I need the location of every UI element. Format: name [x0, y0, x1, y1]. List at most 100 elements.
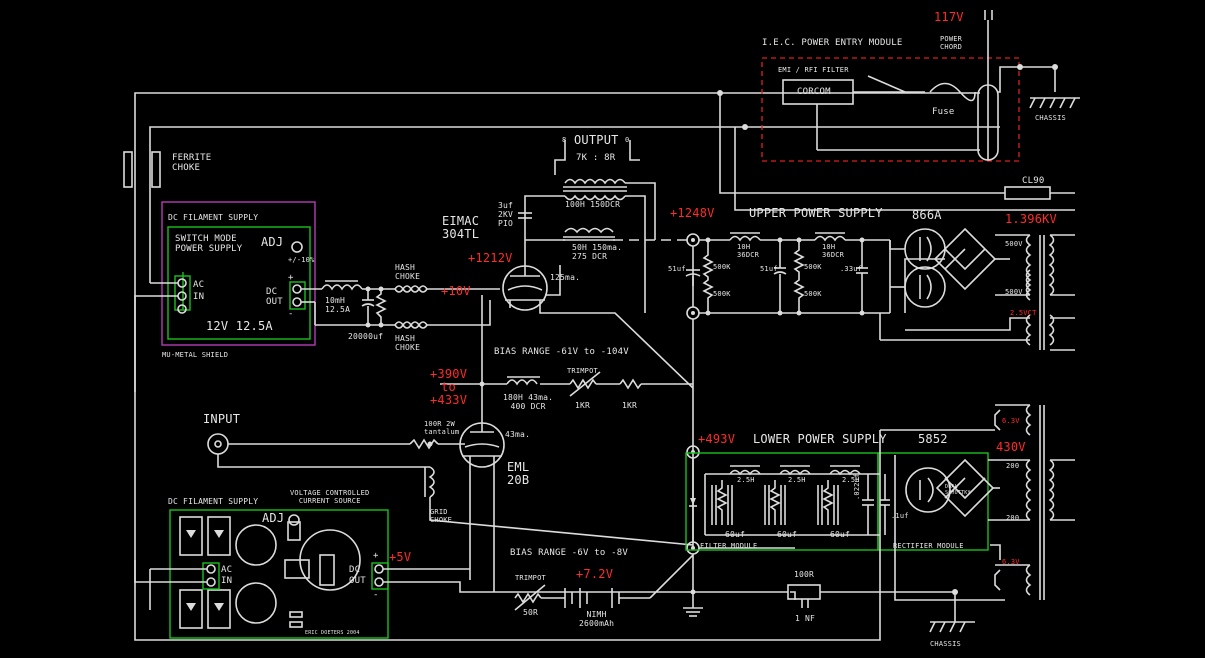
power-chord-label: POWER CHORD — [940, 35, 963, 51]
iec-module-label: I.E.C. POWER ENTRY MODULE — [762, 38, 903, 48]
fuse-label: Fuse — [932, 107, 955, 117]
res-500k-2-label: 500K — [713, 290, 731, 298]
bias-range-1-label: BIAS RANGE -61V to -104V — [494, 347, 629, 357]
res-100r-bottom-label: 100R — [794, 570, 815, 579]
chassis-bottom-label: CHASSIS — [930, 640, 961, 648]
output-label: OUTPUT — [574, 133, 619, 147]
dc-filament-top-label: DC FILAMENT SUPPLY — [168, 213, 259, 222]
choke-50h-label: 50H 150ma. 275 DCR — [572, 243, 623, 261]
vccs-label: VOLTAGE CONTROLLED CURRENT SOURCE — [290, 489, 370, 505]
mu-metal-shield-label: MU-METAL SHIELD — [162, 351, 229, 359]
trimpot-2-label: TRIMPOT — [515, 574, 546, 582]
voltage-72v: +7.2V — [576, 567, 614, 581]
pm10-label: +/-10% — [288, 256, 315, 264]
hash-choke-1-label: HASH CHOKE — [395, 263, 421, 281]
voltage-1212v: +1212V — [468, 251, 513, 265]
bottom-bias — [493, 547, 975, 633]
current-125ma-label: 125ma. — [550, 273, 581, 282]
tube-5852-label: 5852 — [918, 432, 948, 446]
eimac-304tl-label: EIMAC 304TL — [442, 214, 480, 241]
choke-25h-1-label: 2.5H — [737, 476, 755, 484]
top-rails — [134, 90, 1075, 392]
choke-180h-label: 180H 43ma. 400 DCR — [503, 393, 554, 411]
rectifier-module-label: RECTIFIER MODULE — [893, 542, 964, 550]
input-label: INPUT — [203, 412, 241, 426]
voltage-1396kv: 1.396KV — [1005, 212, 1057, 226]
res-100r-label: 100R 2W tantalum — [424, 420, 460, 436]
cap-33uf-label: .33uf — [840, 265, 863, 273]
voltage-117v: 117V — [934, 10, 964, 24]
ferrite-choke-label: FERRITE CHOKE — [172, 153, 212, 173]
bias-range-2-label: BIAS RANGE -6V to -8V — [510, 548, 628, 558]
voltage-1248v: +1248V — [670, 206, 715, 220]
pin-minus-top: - — [288, 309, 294, 319]
cl90-label: CL90 — [1022, 176, 1045, 186]
output-8-label: 8 — [562, 136, 567, 144]
tap-25vct-label: 2.5VCT — [1010, 309, 1037, 317]
lower-power-supply — [134, 404, 1075, 641]
output-ratio-label: 7K : 8R — [576, 153, 616, 163]
upper-power-supply — [685, 227, 1075, 550]
voltage-390-433v: +390V to +433V — [430, 367, 468, 407]
res-500k-4-label: 500K — [804, 290, 822, 298]
inductor-10mh-label: 10mH 12.5A — [325, 296, 351, 314]
choke-25h-3-label: 2.5H — [842, 476, 860, 484]
tube-866a-label: 866A — [912, 208, 942, 222]
chassis-top-label: CHASSIS — [1035, 114, 1066, 122]
ac-in-bottom-label: AC IN — [221, 565, 233, 586]
iec-power-entry — [761, 10, 1080, 200]
dc-out-top-label: DC OUT — [266, 287, 283, 307]
cap-60uf-1-label: 60uf — [725, 530, 746, 539]
pin-minus-bottom: - — [373, 590, 379, 600]
nimh-battery-label: NIMH 2600mAh — [579, 610, 615, 628]
dc-filament-bottom-label: DC FILAMENT SUPPLY — [168, 497, 259, 506]
hash-choke-2-label: HASH CHOKE — [395, 334, 421, 352]
res-1kr-2-label: 1KR — [622, 401, 638, 410]
bottom-filament-supply — [134, 392, 693, 639]
cap-1nf-label: 1 NF — [795, 614, 816, 623]
corcom-label: CORCOM — [797, 87, 831, 97]
pin-plus-bottom: + — [373, 551, 379, 561]
res-50r-label: 50R — [523, 608, 539, 617]
cap-3uf-label: 3uf 2KV PIO — [498, 201, 514, 228]
emi-filter-label: EMI / RFI FILTER — [778, 66, 849, 74]
choke-10h-1-label: 10H 36DCR — [737, 243, 760, 259]
tap-500v-1-label: 500V — [1005, 240, 1023, 248]
adj-bottom-label: ADJ — [262, 511, 285, 525]
output-stage — [481, 140, 694, 420]
adj-top-label: ADJ — [261, 235, 284, 249]
tap-500v-2-label: 500V — [1005, 288, 1023, 296]
res-500k-1-label: 500K — [713, 263, 731, 271]
grid-choke-label: GRID CHOKE — [430, 508, 453, 524]
voltage-5v: +5V — [389, 550, 412, 564]
res-500k-3-label: 500K — [804, 263, 822, 271]
cap-60uf-3-label: 60uf — [830, 530, 851, 539]
cap-1uf-label: .1uf — [891, 512, 909, 520]
output-100h-label: 100H 150DCR — [565, 200, 621, 209]
voltage-10v: +10V — [441, 284, 471, 298]
trimpot-1-label: TRIMPOT — [567, 367, 598, 375]
choke-10h-2-label: 10H 36DCR — [822, 243, 845, 259]
lower-power-supply-label: LOWER POWER SUPPLY — [753, 432, 887, 446]
filter-module-label: FILTER MODULE — [700, 542, 758, 550]
cap-20000uf-label: 20000uf — [348, 332, 384, 341]
voltage-63v-2: 6.3V — [1002, 558, 1020, 566]
voltage-493v: +493V — [698, 432, 736, 446]
dual-schottky-label: DUAL SCHOTTKY — [945, 484, 971, 496]
eml-20b-label: EML 20B — [507, 460, 530, 487]
cap-51uf-2-label: 51uf — [760, 265, 778, 273]
board-credit-label: ERIC DOETERS 2004 — [305, 630, 360, 636]
cap-60uf-2-label: 60uf — [777, 530, 798, 539]
current-43ma-label: 43ma. — [505, 430, 531, 439]
voltage-430v: 430V — [996, 440, 1026, 454]
tap-200-2-label: 200 — [1006, 514, 1020, 522]
res-1kr-1-label: 1KR — [575, 401, 591, 410]
cap-022uf-label: .022uf — [853, 473, 861, 501]
smps-label: SWITCH MODE POWER SUPPLY — [175, 234, 243, 254]
choke-25h-2-label: 2.5H — [788, 476, 806, 484]
cap-51uf-1-label: 51uf — [668, 265, 686, 273]
spec-12v-label: 12V 12.5A — [206, 319, 273, 333]
driver-stage — [207, 371, 694, 580]
output-0-label: 0 — [625, 136, 630, 144]
